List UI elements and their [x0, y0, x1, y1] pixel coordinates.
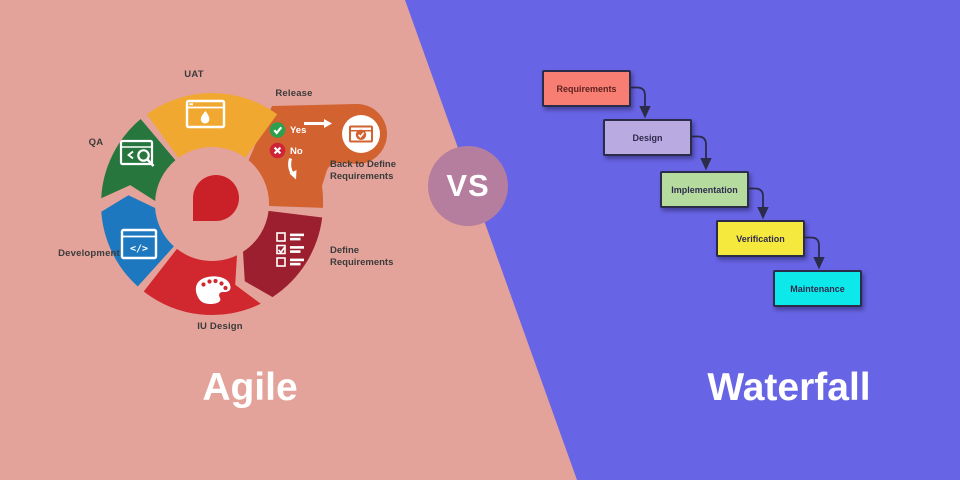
define-requirements-label: Define Requirements [330, 245, 410, 268]
define-line-2: Requirements [330, 256, 394, 268]
define-line-1: Define [330, 245, 360, 256]
yes-check-icon [269, 122, 286, 138]
checklist-icon [276, 232, 304, 267]
browser-paint-icon [185, 99, 226, 129]
segment-qa [101, 119, 176, 201]
agile-title: Agile [202, 366, 298, 409]
segment-uat [146, 93, 278, 158]
uat-label: UAT [184, 69, 204, 80]
waterfall-connector-arrow [690, 135, 712, 171]
search-browser-icon [119, 139, 155, 167]
back-to-define-label: Back to Define Requirements [330, 159, 410, 182]
agile-center-blob [193, 175, 239, 221]
waterfall-step-label: Implementation [671, 184, 738, 195]
vs-label: VS [446, 168, 490, 203]
waterfall-connector-arrow [803, 236, 825, 270]
waterfall-step-verification: Verification [716, 220, 805, 257]
waterfall-step-requirements: Requirements [542, 70, 631, 107]
code-browser-icon: </> [120, 228, 158, 260]
development-label: Development [58, 248, 120, 259]
qa-label: QA [88, 137, 104, 148]
yes-label: Yes [290, 125, 307, 136]
waterfall-step-maintenance: Maintenance [773, 270, 862, 307]
back-line-2: Requirements [330, 170, 394, 182]
segment-development [101, 195, 174, 287]
no-label: No [290, 145, 303, 157]
release-label: Release [275, 88, 313, 99]
vs-badge: VS [428, 146, 508, 226]
release-branch [269, 115, 380, 180]
waterfall-step-label: Verification [736, 233, 785, 244]
back-line-1: Back to Define [330, 159, 396, 170]
waterfall-step-label: Requirements [556, 83, 617, 94]
waterfall-step-label: Design [632, 132, 663, 143]
svg-text:</>: </> [130, 244, 148, 255]
waterfall-step-design: Design [603, 119, 692, 156]
waterfall-step-label: Maintenance [790, 283, 845, 294]
no-back-arrow-icon [288, 158, 297, 180]
waterfall-connector-arrow [629, 86, 651, 119]
yes-arrow-icon [304, 119, 332, 128]
palette-icon [195, 276, 231, 304]
agile-cycle-ring [101, 93, 387, 316]
browser-verified-icon [349, 125, 373, 143]
waterfall-connector-arrow [747, 187, 769, 220]
iu-design-label: IU Design [197, 321, 243, 332]
waterfall-title: Waterfall [707, 366, 871, 409]
waterfall-step-implementation: Implementation [660, 171, 749, 208]
waterfall-connectors [629, 86, 825, 270]
